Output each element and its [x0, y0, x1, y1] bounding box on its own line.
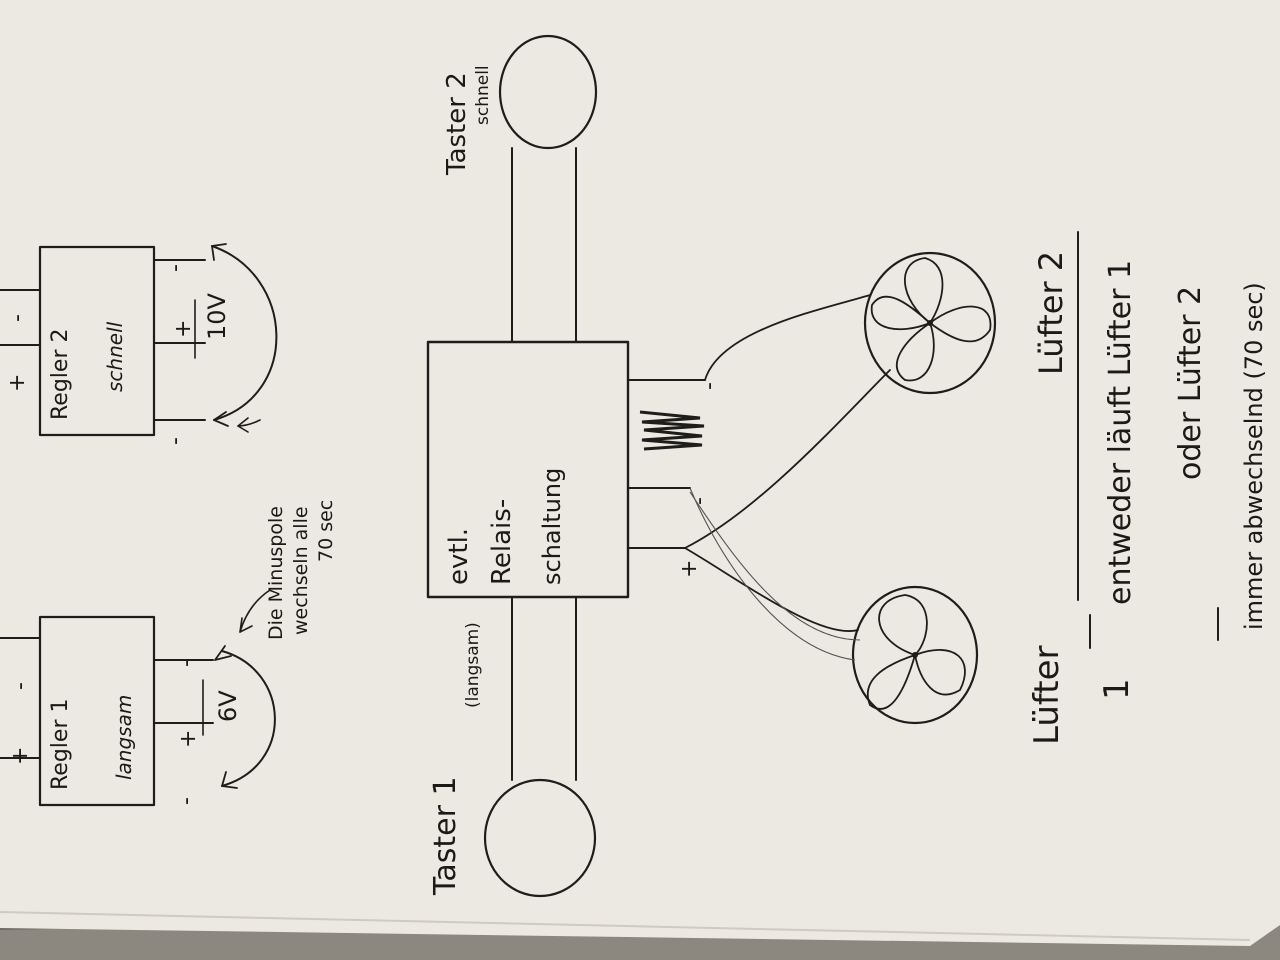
regulator-2-box — [38, 245, 156, 437]
wire-minus-fan-2 — [704, 294, 871, 381]
regulator-1-input-minus: - — [8, 682, 33, 690]
minus-note-line-2: wechseln alle — [290, 506, 312, 635]
relay-line-3: schaltung — [538, 468, 566, 585]
relay-line-1: evtl. — [444, 528, 474, 585]
relay-terminal-minus: - — [687, 497, 712, 505]
regulator-2-output-minus-left: - — [163, 437, 188, 445]
button-1-mode: (langsam) — [463, 622, 483, 708]
fan-1-number: 1 — [1097, 678, 1137, 700]
regulator-2: Regler 2 schnell + - + - - 10V — [0, 243, 278, 445]
fan-2-blade — [870, 295, 931, 331]
regulator-2-voltage: 10V — [203, 292, 231, 340]
regulator-2-voltage-arc — [211, 245, 278, 421]
fan-2-blade — [929, 305, 992, 343]
regulator-1-voltage: 6V — [214, 690, 242, 722]
regulator-1-input-plus: + — [8, 747, 33, 765]
button-2-mode: schnell — [473, 65, 493, 125]
relay-switch: evtl. Relais- schaltung - - + — [426, 340, 722, 599]
fan-2 — [863, 251, 997, 395]
regulator-1-voltage-arc — [221, 650, 276, 787]
note-line-1: entweder läuft Lüfter 1 — [1103, 260, 1138, 605]
fan-1-housing — [851, 585, 979, 725]
button-2-label: Taster 2 — [442, 72, 472, 176]
operation-note: entweder läuft Lüfter 1 oder Lüfter 2 im… — [1089, 260, 1268, 649]
button-2-circle — [498, 34, 598, 150]
note-pointer-lower — [239, 589, 271, 633]
wire-minus-fan-1-b — [689, 491, 861, 641]
fan-1-hub — [912, 652, 918, 658]
regulator-1-output-minus: - — [174, 659, 199, 667]
fan-2-blade — [903, 257, 944, 324]
fan-1-blade — [914, 649, 966, 696]
wire-plus-fan-2 — [684, 369, 891, 549]
regulator-1: Regler 1 langsam + - + - - 6V — [0, 615, 276, 807]
button-2: Taster 2 schnell — [442, 34, 598, 343]
fan-1-label: Lüfter — [1027, 645, 1067, 745]
wire-plus-fan-1 — [684, 547, 859, 632]
note-pointer-upper — [237, 419, 261, 427]
regulator-1-output-minus-left: - — [174, 797, 199, 805]
wire-minus-fan-1 — [689, 487, 856, 661]
regulator-1-mode: langsam — [112, 695, 136, 780]
note-line-2: oder Lüfter 2 — [1173, 286, 1208, 480]
minus-note-line-1: Die Minuspole — [265, 506, 287, 640]
fan-2-hub — [927, 320, 933, 326]
regulator-2-input-plus: + — [5, 374, 30, 392]
button-1-label: Taster 1 — [428, 776, 463, 896]
relay-line-2: Relais- — [487, 499, 517, 585]
relay-terminal-minus-top: - — [697, 382, 722, 390]
fan-1-blade — [867, 654, 916, 710]
relay-box — [426, 340, 630, 599]
regulator-2-output-minus: - — [163, 264, 188, 272]
regulator-2-output-plus: + — [171, 320, 196, 338]
wiring — [684, 294, 891, 661]
minus-note-line-3: 70 sec — [315, 500, 337, 562]
sheet-edge-line — [0, 911, 1251, 941]
regulator-1-box — [38, 615, 156, 807]
fan-1-blade — [878, 594, 928, 656]
scribble-mark — [639, 410, 705, 451]
fan-2-housing — [863, 251, 997, 395]
regulator-1-name: Regler 1 — [48, 699, 73, 790]
button-1-circle — [483, 778, 597, 898]
fan-2-blade — [895, 322, 935, 382]
fan-1 — [851, 585, 979, 725]
note-line-3: immer abwechselnd (70 sec) — [1240, 282, 1268, 630]
regulator-1-output-plus: + — [176, 730, 201, 748]
button-1: Taster 1 (langsam) — [428, 596, 597, 898]
regulator-2-name: Regler 2 — [48, 329, 73, 420]
fan-2-label: Lüfter 2 — [1032, 251, 1070, 375]
regulator-2-mode: schnell — [103, 321, 127, 392]
relay-terminal-plus: + — [677, 560, 702, 578]
regulator-2-input-minus: - — [5, 314, 30, 322]
minus-pole-note: Die Minuspole wechseln alle 70 sec — [237, 417, 337, 640]
